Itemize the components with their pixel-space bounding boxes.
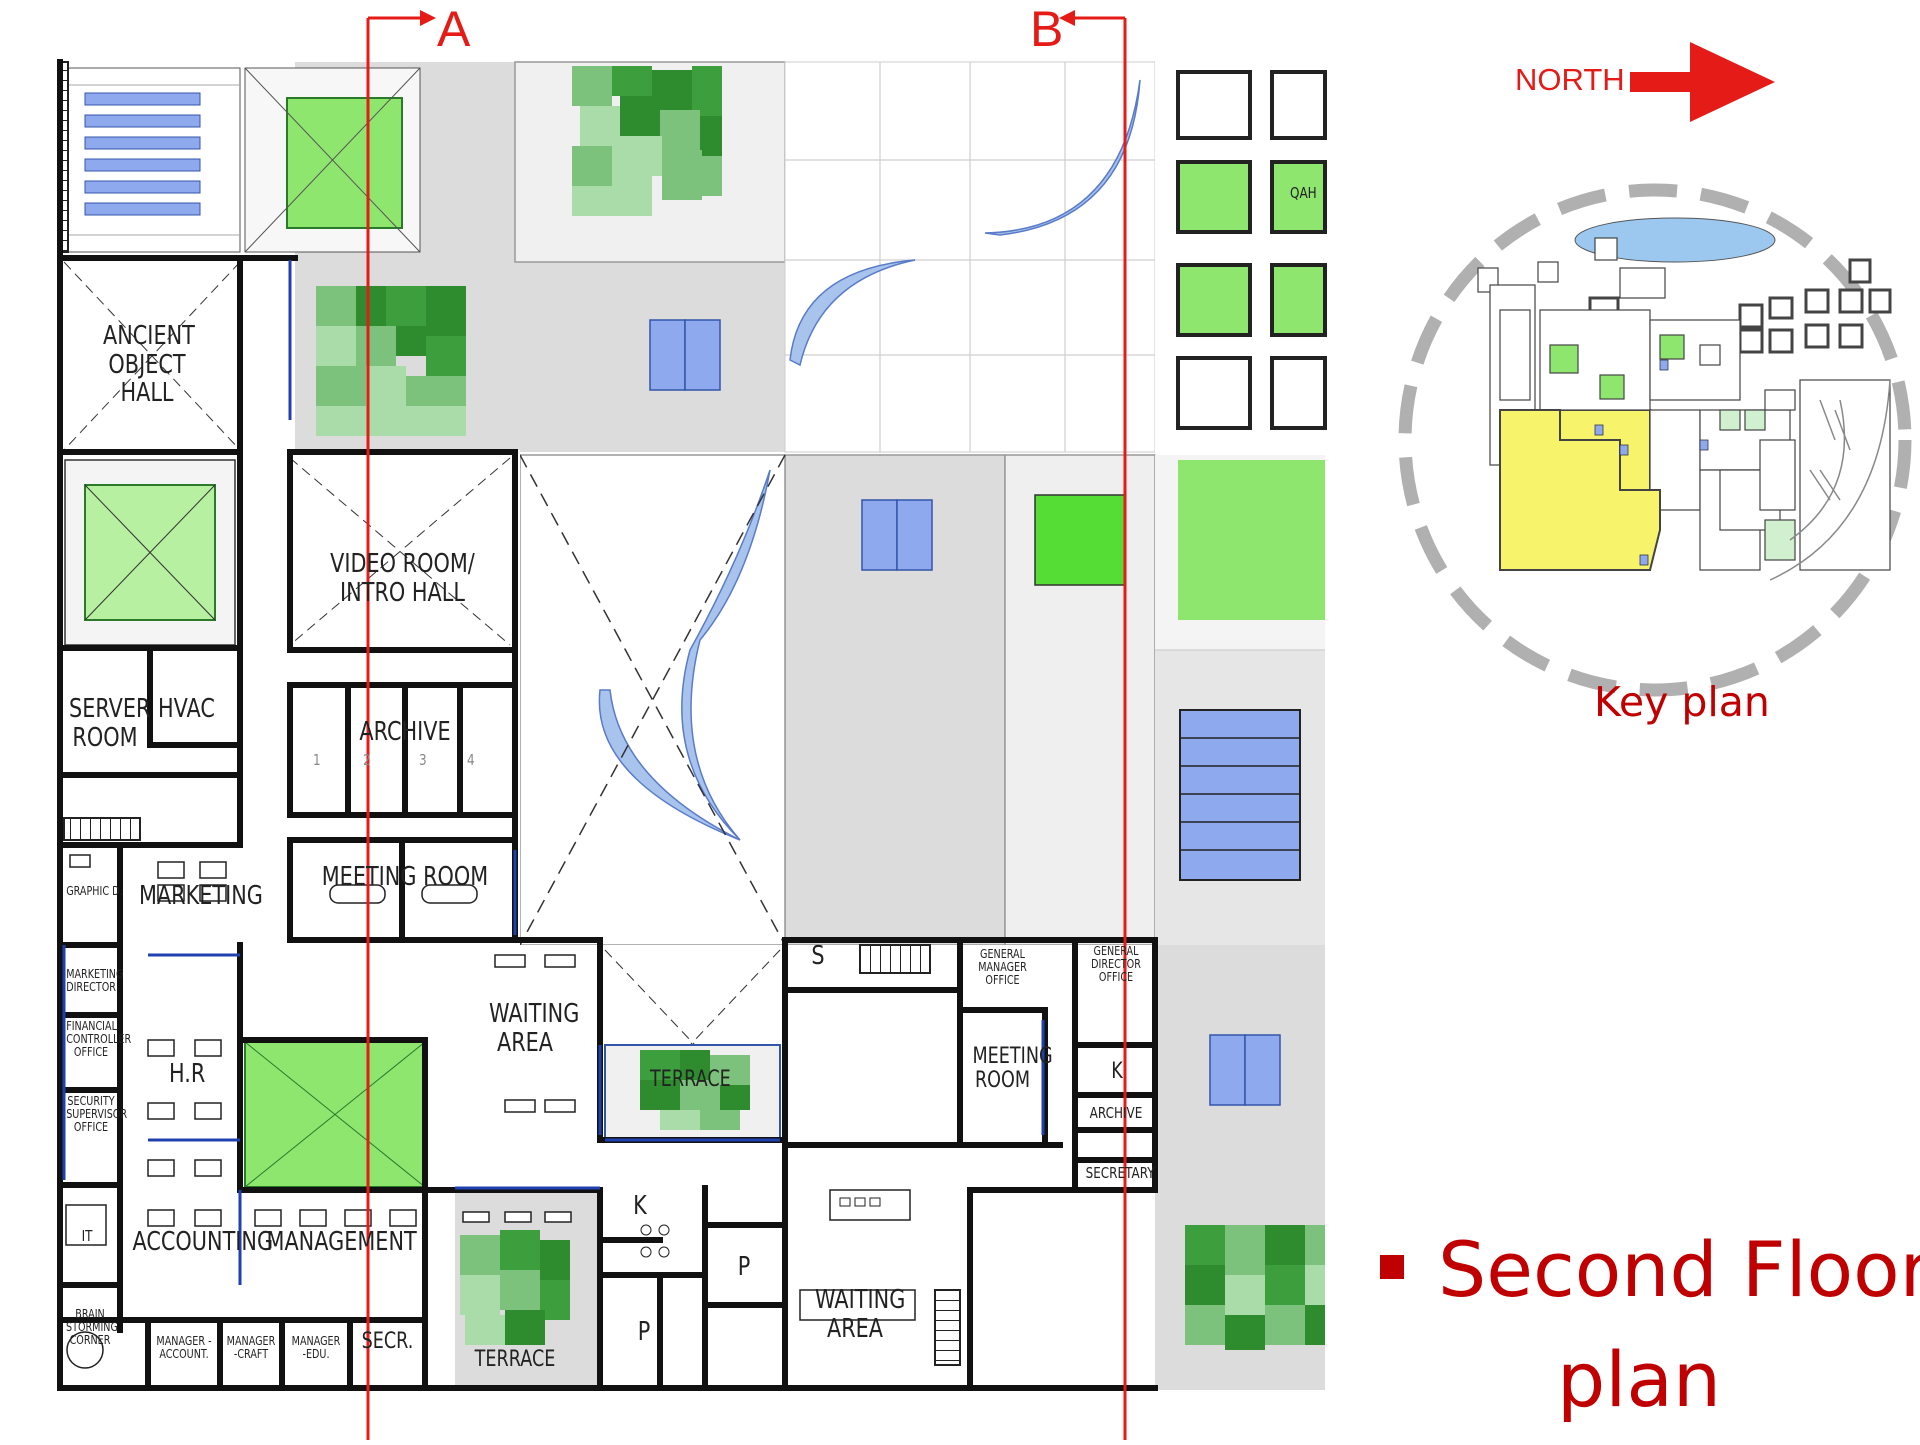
key-plan <box>1398 183 1912 697</box>
section-a-arrow-icon <box>420 10 436 26</box>
room-kitchen-1: K <box>633 1191 647 1221</box>
room-archive-main: ARCHIVE <box>359 717 451 747</box>
courtyard-south <box>244 1041 426 1188</box>
room-archive-2: ARCHIVE <box>1089 1104 1143 1122</box>
tree-cluster-west <box>316 286 466 436</box>
room-hvac: HVAC <box>158 694 215 724</box>
plan-title-line2: plan <box>1557 1335 1722 1424</box>
room-manager-edu: MANAGER -EDU. <box>291 1334 341 1362</box>
terrace-center <box>604 1044 781 1141</box>
room-kitchen-2: K <box>1111 1059 1123 1084</box>
room-server-room: SERVER ROOM <box>69 694 151 753</box>
room-meeting-main: MEETING ROOM <box>321 862 489 892</box>
room-it: IT <box>81 1227 93 1245</box>
north-label: NORTH <box>1515 62 1625 97</box>
room-financial-controller: FINANCIAL CONTROLLER OFFICE <box>66 1019 132 1060</box>
room-video-room: VIDEO ROOM/ INTRO HALL <box>330 549 475 608</box>
plaza-blocks <box>1176 70 1327 430</box>
glazing <box>62 260 1045 1285</box>
room-parking-2: P <box>637 1317 651 1347</box>
room-terrace-center: TERRACE <box>650 1067 731 1092</box>
courtyard-north <box>244 67 421 253</box>
room-ancient-object-hall: ANCIENT OBJECT HALL <box>103 321 195 409</box>
room-general-manager-office: GENERAL MANAGER OFFICE <box>978 947 1027 988</box>
room-management: MANAGEMENT <box>266 1227 417 1257</box>
block-qah: QAH <box>1290 184 1317 202</box>
room-meeting-2: MEETING ROOM <box>972 1044 1053 1094</box>
room-graphic-d: GRAPHIC D. <box>66 884 123 898</box>
plaza-grid <box>785 62 1325 651</box>
room-marketing: MARKETING <box>139 881 263 911</box>
room-security-supervisor: SECURITY SUPERVISOR OFFICE <box>66 1094 128 1135</box>
room-waiting-area-1: WAITING AREA <box>489 999 580 1058</box>
title-bullet-icon <box>1380 1255 1404 1279</box>
room-brain-storming: BRAIN STORMING CORNER <box>66 1307 118 1348</box>
archive-bay-2: 2 <box>362 751 371 769</box>
archive-bay-3: 3 <box>418 751 427 769</box>
room-manager-craft: MANAGER -CRAFT <box>226 1334 276 1362</box>
section-cut-b-label: B <box>1030 1 1064 57</box>
curved-water-features <box>598 79 1141 841</box>
plan-title-line1: Second Floor <box>1438 1225 1920 1314</box>
furniture <box>65 854 916 1369</box>
archive-bay-1: 1 <box>312 751 321 769</box>
room-parking-1: P <box>737 1252 751 1282</box>
room-hr: H.R <box>169 1059 206 1089</box>
room-marketing-director: MARKETING DIRECTOR <box>66 967 124 995</box>
archive-bay-4: 4 <box>466 751 475 769</box>
green-lawn-east <box>1178 460 1325 620</box>
stair-blue-steps <box>84 92 201 216</box>
north-arrow-icon <box>1630 42 1775 122</box>
section-b-arrow-icon <box>1059 10 1075 26</box>
room-stair-s: S <box>811 941 825 971</box>
tree-cluster-north <box>572 66 722 216</box>
courtyard-west <box>64 459 236 646</box>
section-cut-lines <box>366 16 1127 1440</box>
room-terrace-south: TERRACE <box>474 1347 556 1372</box>
room-manager-account: MANAGER -ACCOUNT. <box>156 1334 212 1362</box>
section-cut-a-label: A <box>437 1 471 57</box>
room-secr: SECR. <box>361 1329 414 1354</box>
room-waiting-area-2: WAITING AREA <box>815 1285 906 1344</box>
room-general-director-office: GENERAL DIRECTOR OFFICE <box>1091 944 1141 985</box>
atrium-void <box>519 454 786 946</box>
water-grid <box>1179 709 1301 881</box>
room-accounting: ACCOUNTING <box>132 1227 274 1257</box>
key-plan-label: Key plan <box>1594 678 1770 726</box>
green-square-plaza <box>1034 494 1126 586</box>
room-secretary: SECRETARY <box>1085 1164 1155 1182</box>
tree-cluster-southeast <box>1185 1225 1325 1350</box>
